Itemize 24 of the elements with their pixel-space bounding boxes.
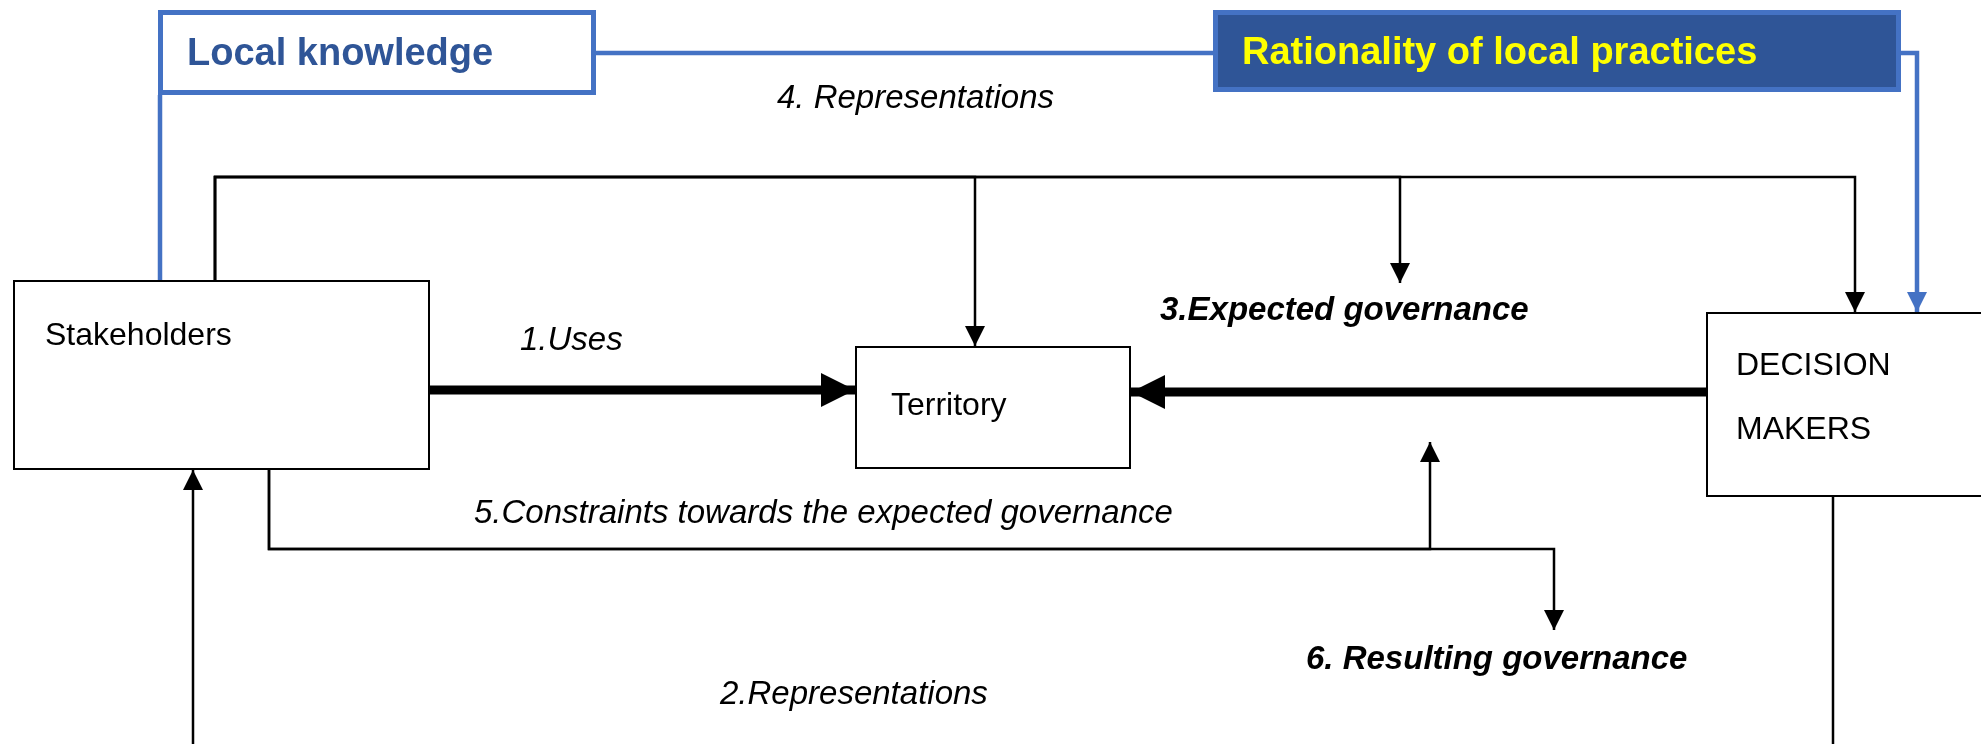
label-box — [158, 10, 596, 95]
connector-line — [596, 50, 1213, 56]
arrow — [213, 175, 1865, 312]
node-label: Rationality of local practices — [1242, 29, 1758, 73]
arrow-label: 2.Representations — [720, 674, 988, 712]
connector-line — [157, 95, 163, 280]
node-label: 3.Expected governance — [1160, 290, 1529, 328]
node-label: Stakeholders — [45, 315, 232, 354]
arrow-label: 4. Representations — [777, 78, 1054, 116]
arrow — [1131, 375, 1706, 409]
arrow — [267, 442, 1440, 551]
node-label: Local knowledge — [187, 31, 494, 74]
node-label: DECISION MAKERS — [1736, 345, 1892, 448]
process-box — [1706, 312, 1981, 497]
connector-line — [1831, 497, 1835, 744]
arrow — [1901, 50, 1927, 312]
arrow — [183, 470, 203, 744]
arrow — [430, 373, 855, 407]
process-box — [855, 346, 1131, 469]
process-box — [13, 280, 430, 470]
node-label: 6. Resulting governance — [1306, 639, 1688, 677]
label-box — [1213, 10, 1901, 92]
arrow-label: 5.Constraints towards the expected governance — [474, 493, 1173, 531]
node-label: Territory — [891, 385, 1007, 424]
